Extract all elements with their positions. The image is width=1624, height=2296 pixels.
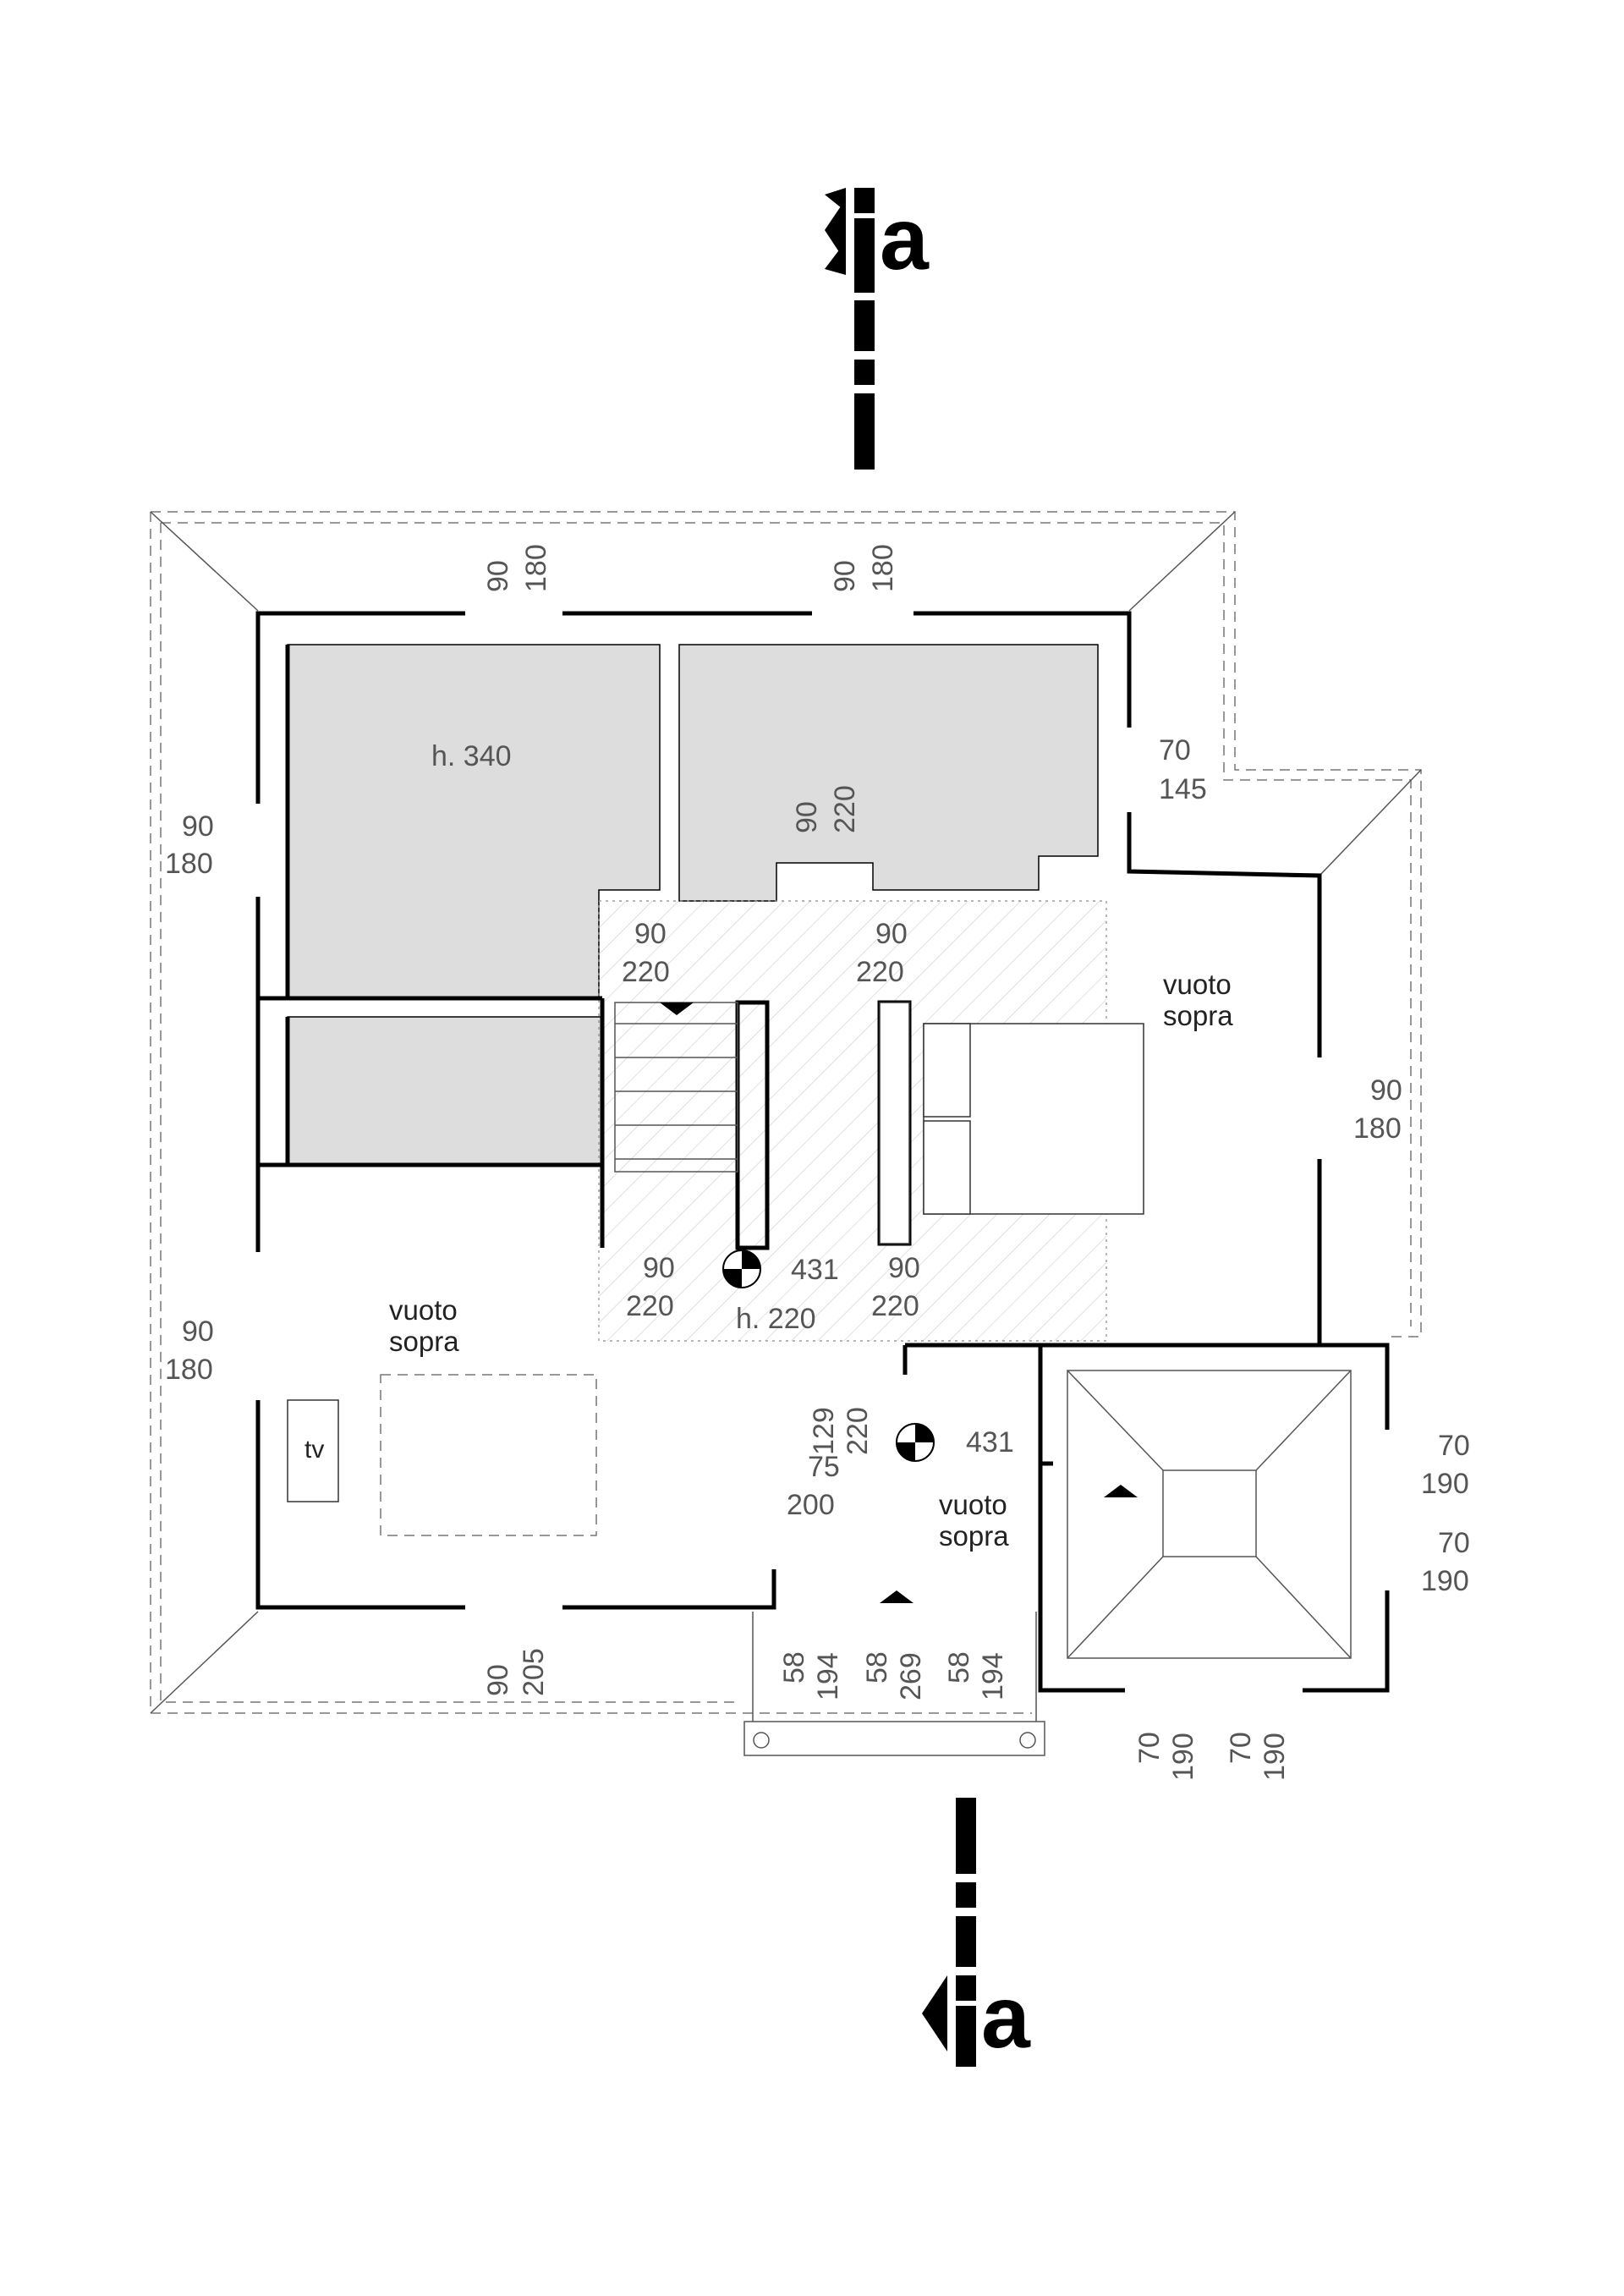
stair-right	[1067, 1370, 1352, 1659]
opening-door-b: 90 220	[791, 785, 861, 833]
opening-top-left: 90 180	[482, 544, 552, 592]
opening-width: 70	[1438, 1527, 1470, 1559]
opening-height: 180	[867, 544, 899, 592]
roof-outline	[150, 511, 1422, 1714]
section-marker-top: a	[825, 188, 930, 470]
opening-stair-right-2: 70 190	[1421, 1527, 1470, 1597]
void-label-line: vuoto	[939, 1489, 1007, 1520]
void-label-line: vuoto	[389, 1294, 458, 1326]
opening-bottom-bed: 90 205	[482, 1648, 550, 1696]
double-bed-right	[879, 1002, 1144, 1244]
opening-height: 220	[856, 956, 904, 988]
level-label-a: 431	[791, 1254, 839, 1286]
opening-door-d: 90 220	[626, 1252, 675, 1322]
opening-stair-bottom-2: 70 190	[1225, 1732, 1291, 1781]
opening-width: 70	[1159, 734, 1191, 766]
room-height-label: h. 340	[431, 740, 512, 772]
opening-height: 180	[165, 848, 213, 880]
opening-door-a: 90 220	[622, 918, 670, 988]
opening-right-bed: 90 180	[1353, 1074, 1402, 1145]
opening-door-e: 90 220	[871, 1252, 920, 1322]
opening-height: 190	[1421, 1468, 1469, 1500]
opening-height: 190	[1421, 1565, 1469, 1597]
corridor-height-label: h. 220	[736, 1303, 816, 1335]
shaded-rooms	[287, 644, 1099, 1166]
opening-width: 90	[888, 1252, 920, 1284]
tv-label: tv	[304, 1436, 324, 1464]
opening-left-upper: 90 180	[165, 810, 214, 880]
section-letter-bottom: a	[981, 1969, 1031, 2067]
opening-height: 220	[871, 1290, 919, 1322]
opening-door-c: 90 220	[856, 918, 908, 988]
opening-height: 200	[787, 1489, 835, 1521]
opening-width: 90	[791, 801, 823, 833]
opening-height: 220	[622, 956, 670, 988]
opening-door-f: 129 220	[808, 1407, 874, 1455]
opening-height: 180	[1353, 1112, 1402, 1145]
opening-top-mid: 90 180	[829, 544, 899, 592]
level-label-b: 431	[966, 1426, 1014, 1458]
opening-width: 90	[182, 1316, 214, 1348]
void-label-line: sopra	[1163, 1000, 1233, 1031]
opening-height: 190	[1259, 1733, 1291, 1781]
opening-width: 58	[778, 1651, 810, 1684]
double-bed-left: tv	[287, 1374, 597, 1536]
level-marker-a	[722, 1250, 761, 1288]
opening-height: 220	[842, 1407, 874, 1455]
opening-width: 129	[808, 1407, 840, 1455]
section-marker-bottom: a	[922, 1798, 1031, 2067]
opening-height: 180	[520, 544, 552, 592]
opening-width: 58	[943, 1651, 975, 1684]
opening-balcony-1: 58 194	[778, 1651, 844, 1700]
opening-height: 194	[812, 1652, 844, 1700]
opening-door-g: 75 200	[787, 1451, 840, 1521]
void-label-left: vuoto sopra	[389, 1294, 459, 1357]
opening-stair-right-1: 70 190	[1421, 1430, 1470, 1500]
opening-stair-bottom-1: 70 190	[1133, 1732, 1199, 1781]
opening-width: 90	[829, 560, 861, 592]
opening-height: 205	[518, 1648, 550, 1696]
opening-left-lower: 90 180	[165, 1316, 214, 1386]
opening-height: 269	[895, 1652, 927, 1700]
walls	[255, 611, 1390, 1693]
opening-width: 90	[643, 1252, 675, 1284]
opening-width: 90	[875, 918, 908, 950]
opening-width: 90	[182, 810, 214, 843]
section-letter-top: a	[880, 190, 930, 288]
balcony	[743, 1590, 1045, 1756]
opening-balcony-2: 58 269	[861, 1651, 927, 1700]
opening-width: 90	[1370, 1074, 1402, 1107]
level-marker-b	[896, 1423, 935, 1462]
opening-width: 70	[1133, 1732, 1166, 1764]
stair-left	[614, 1002, 738, 1173]
void-label-bottom: vuoto sopra	[939, 1489, 1009, 1552]
opening-height: 190	[1167, 1733, 1199, 1781]
opening-balcony-3: 58 194	[943, 1651, 1009, 1700]
void-label-right: vuoto sopra	[1163, 969, 1233, 1031]
opening-height: 145	[1159, 773, 1207, 805]
void-label-line: sopra	[389, 1326, 459, 1357]
opening-height: 220	[829, 785, 861, 833]
opening-width: 58	[861, 1651, 893, 1684]
opening-width: 90	[634, 918, 667, 950]
opening-width: 75	[808, 1451, 840, 1483]
opening-width: 90	[482, 1664, 514, 1696]
opening-width: 70	[1225, 1732, 1257, 1764]
opening-width: 70	[1438, 1430, 1470, 1462]
opening-height: 220	[626, 1290, 674, 1322]
opening-height: 194	[977, 1652, 1009, 1700]
void-label-line: sopra	[939, 1520, 1009, 1552]
opening-right-bath: 70 145	[1159, 734, 1207, 805]
void-label-line: vuoto	[1163, 969, 1232, 1000]
opening-width: 90	[482, 560, 514, 592]
opening-height: 180	[165, 1354, 213, 1386]
